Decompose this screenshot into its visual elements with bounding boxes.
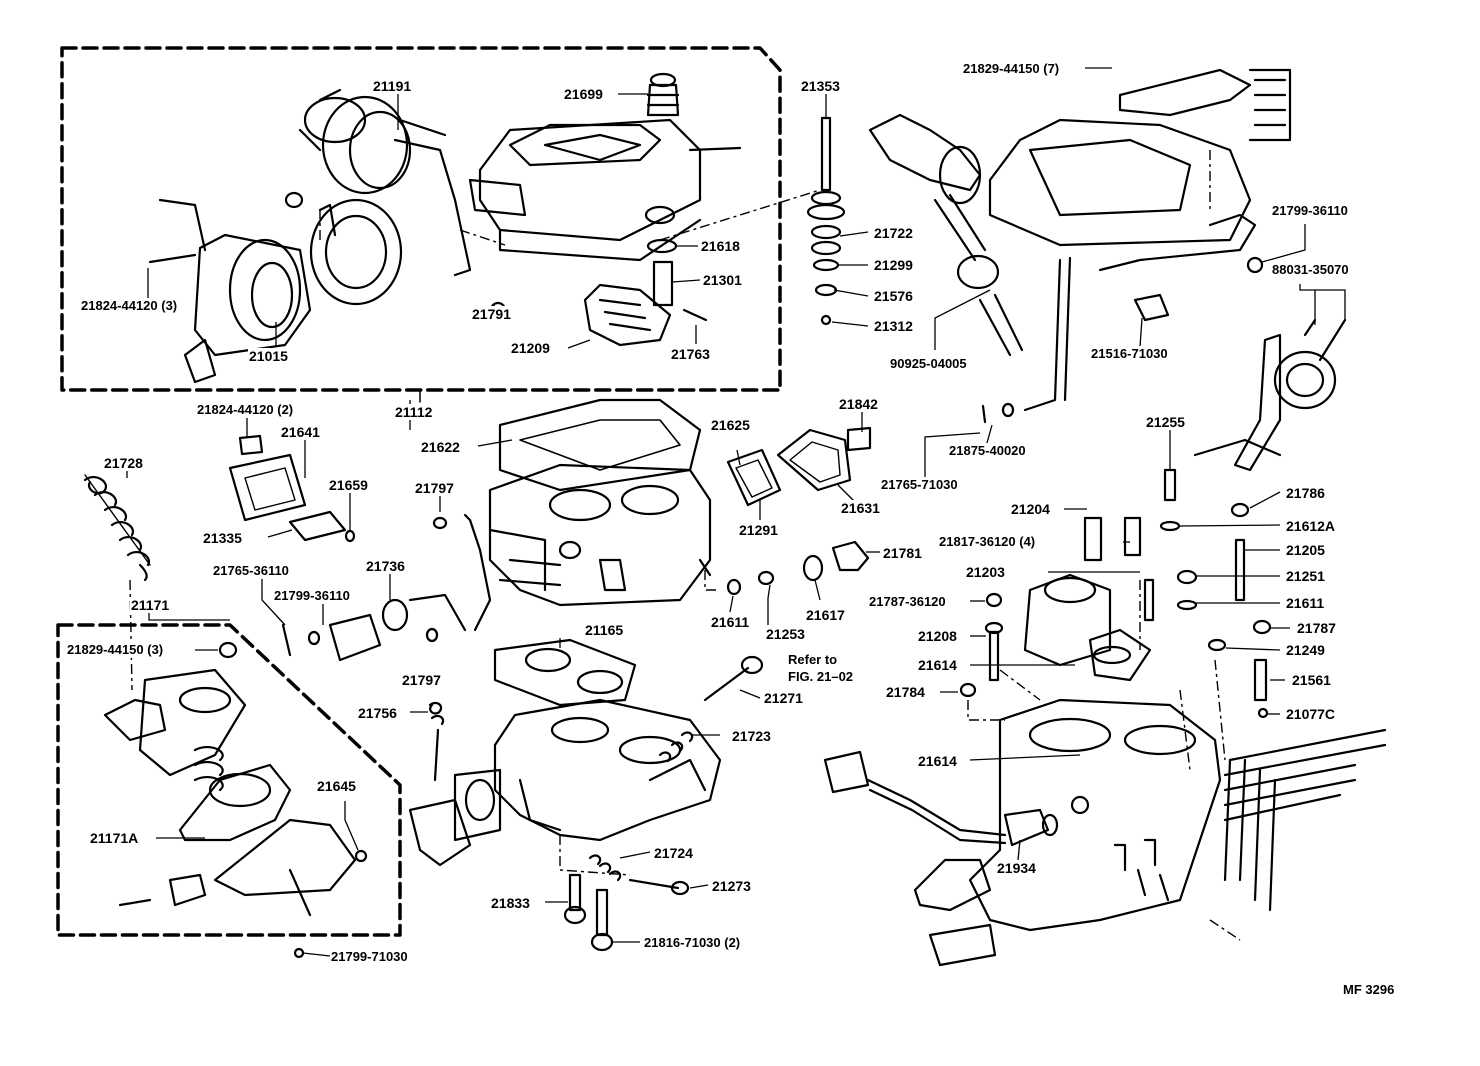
part-label-21618: 21618 [700,238,741,254]
part-label-21765-71030: 21765-71030 [880,477,959,493]
part-label-90925-04005: 90925-04005 [889,356,968,372]
part-label-21077c: 21077C [1285,706,1337,722]
dashpot-group-21171 [103,641,368,959]
part-label-21171: 21171 [130,597,171,613]
part-label-21787: 21787 [1296,620,1337,636]
part-label-21255: 21255 [1145,414,1186,430]
part-label-21249: 21249 [1285,642,1326,658]
part-label-21824-44120-2: 21824-44120 (2) [196,402,295,418]
part-label-21112: 21112 [394,404,434,420]
part-label-21015: 21015 [248,348,289,364]
part-label-21208: 21208 [917,628,958,644]
part-label-21728: 21728 [103,455,144,471]
accelerator-pump-group [959,468,1272,719]
part-label-21209: 21209 [510,340,551,356]
group-box-21112 [60,46,782,392]
part-label-21842: 21842 [838,396,879,412]
diaphragm-21191 [298,88,472,277]
carburetor-body [488,463,712,607]
part-label-21797-a: 21797 [414,480,455,496]
part-label-21724: 21724 [653,845,694,861]
part-label-21614-b: 21614 [917,753,958,769]
part-label-21273: 21273 [711,878,752,894]
part-label-21271: 21271 [763,690,804,706]
part-label-21165: 21165 [584,622,625,638]
actuator-88031 [1193,318,1347,472]
part-label-21631: 21631 [840,500,881,516]
float-21209 [583,283,672,347]
part-label-21659: 21659 [328,477,369,493]
part-label-21784: 21784 [885,684,926,700]
part-label-21799-36110-a: 21799-36110 [1271,203,1349,219]
part-label-21934: 21934 [996,860,1037,876]
part-label-21699: 21699 [563,86,604,102]
part-label-21299: 21299 [873,257,914,273]
part-label-21875-40020: 21875-40020 [948,443,1027,459]
refer-to-text: Refer to [787,652,839,668]
throttle-body [408,698,722,867]
part-label-21611-a: 21611 [1285,595,1326,611]
part-label-21516-71030: 21516-71030 [1090,346,1169,362]
part-label-21251: 21251 [1285,568,1326,584]
part-label-21335: 21335 [202,530,243,546]
part-label-21787-36120: 21787-36120 [868,594,947,610]
part-label-21203: 21203 [965,564,1006,580]
part-label-21763: 21763 [670,346,711,362]
part-label-21312: 21312 [873,318,914,334]
figure-code: MF 3296 [1342,982,1396,998]
part-label-21781: 21781 [882,545,923,561]
part-label-21833: 21833 [490,895,531,911]
part-label-21291: 21291 [738,522,779,538]
part-label-21204: 21204 [1010,501,1051,517]
leader-lines [126,67,1346,957]
part-label-21722: 21722 [873,225,914,241]
part-label-21797-b: 21797 [401,672,442,688]
part-label-21622: 21622 [420,439,461,455]
switch-21934 [823,750,1059,847]
lower-body-right [913,698,1387,967]
part-label-21301: 21301 [702,272,743,288]
part-label-21614-a: 21614 [917,657,958,673]
part-label-21641: 21641 [280,424,321,440]
part-label-21799-71030: 21799-71030 [330,949,409,965]
part-label-21799-36110-b: 21799-36110 [273,588,351,604]
guide-lines [129,150,1241,941]
part-label-21829-44150-7: 21829-44150 (7) [962,61,1061,77]
part-label-21817-36120-4: 21817-36120 (4) [938,534,1037,550]
throttle-linkage [281,513,492,662]
part-label-21353: 21353 [800,78,841,94]
power-piston-21353 [806,116,846,326]
part-label-88031-35070: 88031-35070 [1271,262,1350,278]
part-label-21561: 21561 [1291,672,1332,688]
part-label-21576: 21576 [873,288,914,304]
part-label-21611-b: 21611 [710,614,751,630]
part-label-21824-44120-3: 21824-44120 (3) [80,298,179,314]
part-label-21756: 21756 [357,705,398,721]
vacuum-switch-90925 [868,113,1024,357]
part-label-21612a: 21612A [1285,518,1337,534]
group-box-21171 [56,623,402,937]
dashpot-21699 [646,72,680,117]
fig-reference: FIG. 21–02 [787,669,855,685]
part-label-21786: 21786 [1285,485,1326,501]
part-label-21816-71030-2: 21816-71030 (2) [643,935,742,951]
part-label-21765-36110: 21765-36110 [212,563,290,579]
part-label-21205: 21205 [1285,542,1326,558]
spring-21728 [83,474,151,582]
flange-gasket-21165 [493,638,637,707]
part-label-21171a: 21171A [89,830,140,846]
part-label-21723: 21723 [731,728,772,744]
part-label-21617: 21617 [805,607,846,623]
part-label-21791: 21791 [471,306,512,322]
part-label-21625: 21625 [710,417,751,433]
part-label-21191: 21191 [372,78,413,94]
choke-housing-21015 [148,191,403,384]
part-label-21253: 21253 [765,626,806,642]
part-label-21736: 21736 [365,558,406,574]
part-label-21645: 21645 [316,778,357,794]
part-label-21829-44150-3: 21829-44150 (3) [66,642,165,658]
bracket-top-right [988,68,1292,412]
